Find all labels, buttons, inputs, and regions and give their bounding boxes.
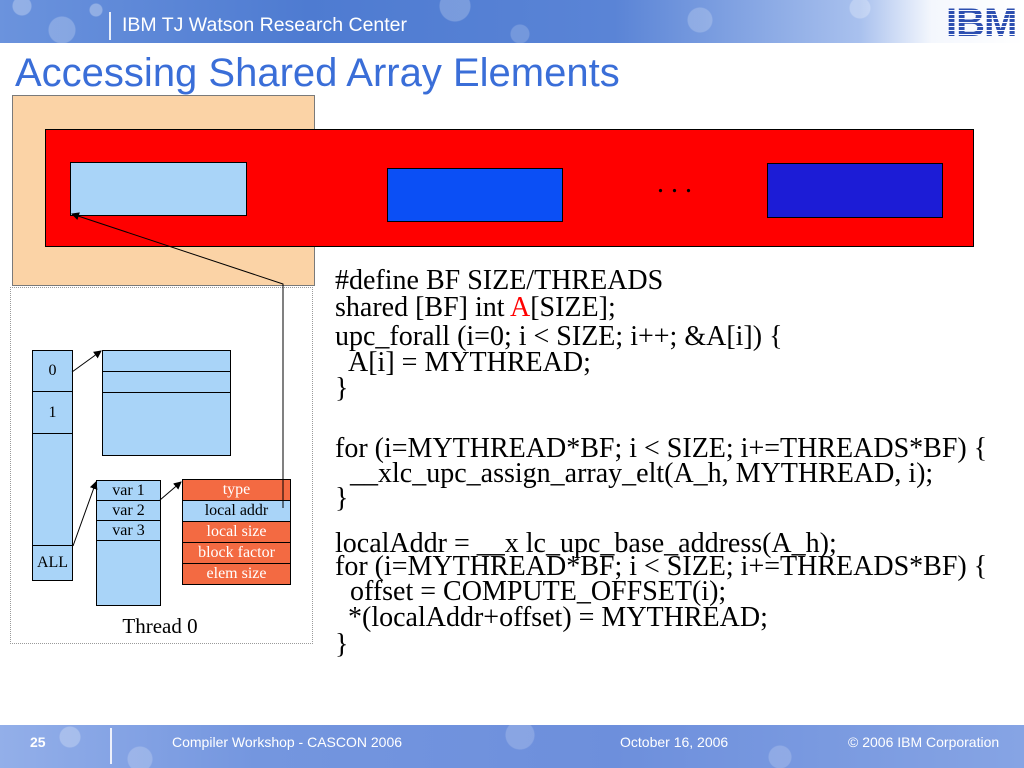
thread-caption: Thread 0 [122, 614, 198, 638]
footer-copyright: © 2006 IBM Corporation [848, 734, 1000, 750]
footer-date: October 16, 2006 [620, 734, 729, 750]
shared-block-row [103, 351, 230, 372]
shared-block-row [103, 372, 230, 393]
index-cell-all: ALL [33, 545, 72, 580]
index-cell-0: 0 [33, 351, 72, 392]
slide-number: 25 [30, 734, 46, 750]
code-line-define: #define BF SIZE/THREADS [335, 265, 664, 296]
ibm-logo: IBM [946, 1, 1017, 45]
descriptor-field-elem-size: elem size [183, 563, 290, 584]
code-line-for-assign-body: __xlc_upc_assign_array_elt(A_h, MYTHREAD… [350, 458, 934, 489]
footer-event: Compiler Workshop - CASCON 2006 [172, 734, 403, 750]
variable-cell: var 3 [97, 521, 160, 541]
slide-title: Accessing Shared Array Elements [15, 51, 620, 95]
index-cell-1: 1 [33, 392, 72, 434]
thread0-memory-panel: 0 1 ALL var 1 var 2 var 3 type local add… [10, 287, 313, 644]
code-line-for-assign: for (i=MYTHREAD*BF; i < SIZE; i+=THREADS… [335, 433, 988, 464]
array-descriptor: type local addr local size block factor … [182, 479, 291, 585]
shared-array: . . . [45, 129, 974, 247]
code-line-shared-decl: shared [BF] int A[SIZE]; [335, 294, 616, 322]
variable-column: var 1 var 2 var 3 [96, 480, 161, 606]
shared-heap-index-column: 0 1 ALL [32, 350, 73, 581]
code-line-store: *(localAddr+offset) = MYTHREAD; [348, 602, 768, 633]
shared-array-block-thread0 [70, 162, 247, 216]
slide-header: IBM TJ Watson Research Center IBM [0, 0, 1024, 43]
shared-array-block-thread1 [387, 168, 563, 222]
code-line-offset: offset = COMPUTE_OFFSET(i); [350, 576, 727, 607]
header-organization: IBM TJ Watson Research Center [122, 14, 408, 36]
code-line-forall-close: } [335, 373, 349, 404]
variable-cell: var 2 [97, 501, 160, 521]
descriptor-field-block-factor: block factor [183, 542, 290, 563]
code-line-forall: upc_forall (i=0; i < SIZE; i++; &A[i]) { [335, 321, 783, 352]
shared-decl-array-name: A [510, 292, 531, 323]
descriptor-field-local-addr: local addr [183, 500, 290, 521]
descriptor-field-local-size: local size [183, 521, 290, 542]
code-line-for-local-close: } [335, 629, 349, 660]
footer-divider [110, 728, 112, 764]
code-line-forall-body: A[i] = MYTHREAD; [348, 347, 591, 378]
slide-footer: 25 Compiler Workshop - CASCON 2006 Octob… [0, 725, 1024, 768]
shared-decl-after: [SIZE]; [530, 292, 616, 323]
code-line-for-assign-close: } [335, 483, 349, 514]
shared-array-ellipsis: . . . [657, 168, 692, 199]
code-line-for-local: for (i=MYTHREAD*BF; i < SIZE; i+=THREADS… [335, 551, 988, 582]
header-divider [109, 12, 111, 40]
descriptor-field-type: type [183, 480, 290, 500]
code-line-local-addr: localAddr = __x lc_upc_base_address(A_h)… [335, 528, 837, 559]
code-listing: #define BF SIZE/THREADS shared [BF] int … [335, 260, 1015, 660]
variable-cell: var 1 [97, 481, 160, 501]
shared-array-block-last-thread [767, 163, 943, 218]
shared-decl-before: shared [BF] int [335, 292, 510, 323]
thread0-shared-block [102, 350, 231, 456]
